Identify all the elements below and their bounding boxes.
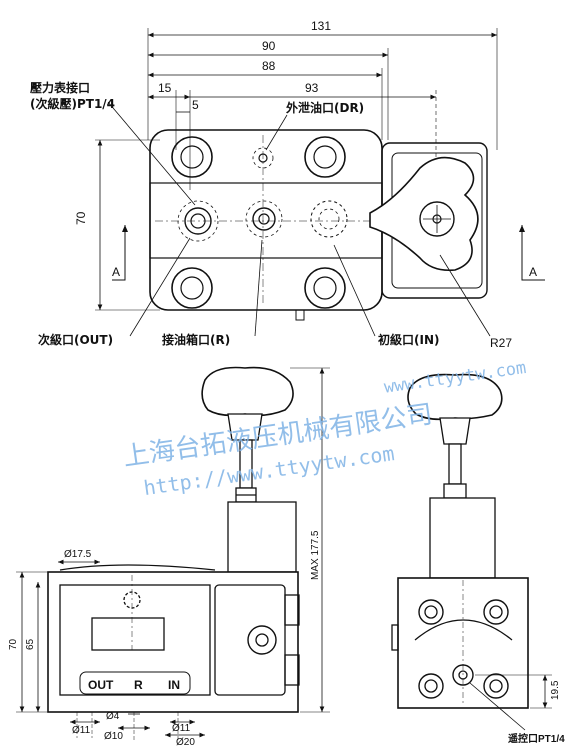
dim-r27: R27 [490, 336, 512, 350]
dim-4: Ø4 [106, 711, 120, 722]
label-gauge-port-line2: (次級壓)PT1/4 [30, 96, 115, 111]
dim-10: Ø10 [104, 731, 123, 742]
label-port-in: IN [168, 678, 180, 692]
dim-11-right: Ø11 [172, 723, 191, 734]
side-view [391, 373, 552, 731]
dim-131: 131 [311, 19, 331, 33]
label-remote-port: 遥控口PT1/4 [508, 732, 565, 745]
dim-70-left: 70 [8, 638, 19, 650]
dim-5: 5 [192, 98, 199, 112]
dim-11-left: Ø11 [72, 725, 91, 736]
label-port-r: R [134, 678, 143, 692]
dim-65: 65 [25, 638, 36, 650]
dim-93: 93 [305, 81, 319, 95]
dim-15: 15 [158, 81, 172, 95]
section-a-right: A [529, 265, 537, 279]
label-primary-port: 初級口(IN) [378, 332, 439, 347]
dim-88: 88 [262, 59, 276, 73]
top-view [95, 28, 545, 337]
label-drain-port: 外泄油口(DR) [286, 100, 364, 115]
label-gauge-port-line1: 壓力表接口 [30, 80, 90, 95]
front-view [16, 366, 330, 740]
label-tank-port: 接油箱口(R) [162, 332, 230, 347]
dim-20: Ø20 [176, 737, 195, 748]
dim-19-5: 19.5 [550, 680, 561, 700]
section-a-left: A [112, 265, 120, 279]
dim-70-top: 70 [74, 211, 88, 225]
dim-17-5: Ø17.5 [64, 549, 92, 560]
dim-max-height: MAX 177.5 [310, 530, 321, 580]
dim-90: 90 [262, 39, 276, 53]
label-port-out: OUT [88, 678, 114, 692]
label-secondary-port: 次級口(OUT) [38, 332, 113, 347]
